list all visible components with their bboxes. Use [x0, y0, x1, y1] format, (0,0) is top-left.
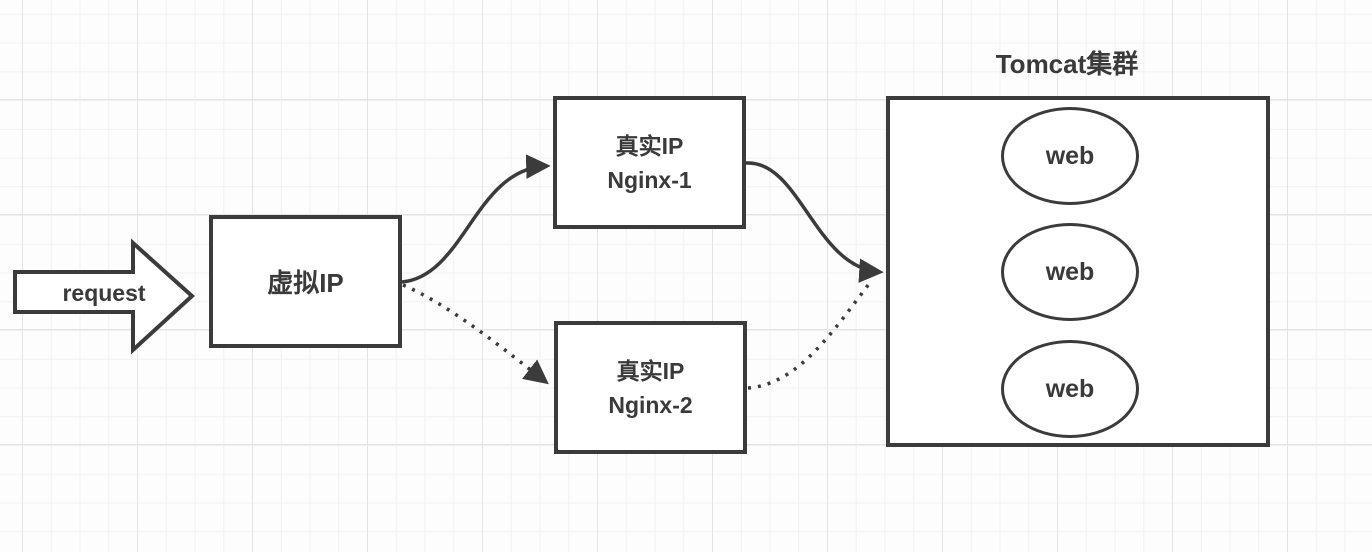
edge-nginx1-to-tomcat: [745, 161, 884, 283]
web-server-node: web: [1001, 340, 1139, 438]
edge-virtualip-to-nginx1: [401, 154, 551, 284]
tomcat-cluster-container: web web web: [886, 96, 1270, 447]
nginx1-node: 真实IP Nginx-1: [553, 96, 746, 229]
virtual-ip-node: 虚拟IP: [209, 215, 402, 348]
nginx1-label-line2: Nginx-1: [607, 166, 692, 193]
edge-nginx2-to-tomcat: [747, 278, 874, 390]
web-server-node: web: [1001, 223, 1139, 321]
web-node-label: web: [1045, 374, 1095, 403]
nginx1-label-line1: 真实IP: [615, 132, 684, 159]
virtual-ip-label: 虚拟IP: [267, 268, 344, 298]
request-label: request: [62, 280, 146, 306]
edge-virtualip-to-nginx2: [402, 283, 549, 385]
web-node-label: web: [1045, 141, 1095, 170]
nginx2-label-line2: Nginx-2: [608, 391, 693, 418]
tomcat-cluster-title: Tomcat集群: [995, 49, 1139, 79]
nginx2-label-line1: 真实IP: [616, 357, 685, 384]
nginx2-node: 真实IP Nginx-2: [554, 321, 747, 454]
web-server-node: web: [1001, 107, 1139, 205]
web-node-label: web: [1045, 257, 1095, 286]
